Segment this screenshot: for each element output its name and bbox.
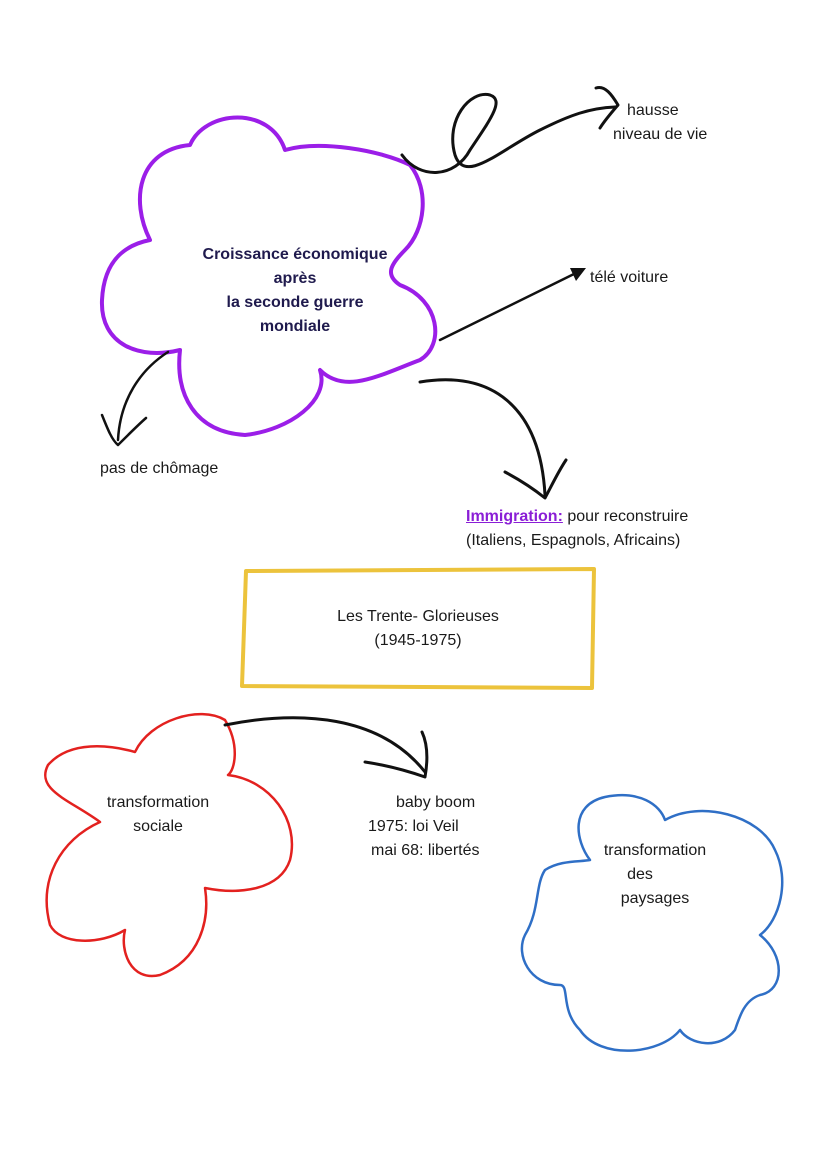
hausse-line-1: hausse	[627, 102, 679, 119]
hausse-line-2: niveau de vie	[613, 126, 708, 143]
immigration-keyword: Immigration:	[466, 508, 563, 525]
central-line-1: Croissance économique	[202, 246, 388, 263]
landscape-line-1: transformation	[603, 842, 707, 859]
arrow-to-chomage	[116, 350, 170, 442]
arrowhead-hausse	[594, 85, 620, 130]
social-line-1: transformation	[106, 794, 210, 811]
immigration-line-1: Immigration: pour reconstruire	[466, 505, 688, 529]
landscape-cloud-shape	[520, 794, 784, 1052]
landscape-line-3: paysages	[620, 890, 690, 907]
label-chomage: pas de chômage	[100, 460, 219, 477]
label-hausse: hausse niveau de vie	[613, 99, 707, 147]
social-notes: baby boom 1975: loi Veil mai 68: liberté…	[368, 791, 480, 863]
title-frame	[240, 567, 596, 690]
central-line-4: mondiale	[259, 318, 331, 335]
social-cloud-shape	[44, 712, 294, 978]
arrow-to-social-notes	[223, 716, 427, 774]
immigration-rest: pour reconstruire	[562, 508, 689, 525]
arrow-to-hausse	[400, 93, 617, 174]
landscape-cloud-text: transformation des paysages	[590, 839, 720, 911]
social-line-2: sociale	[133, 818, 183, 835]
landscape-line-2: des	[627, 866, 653, 883]
title-line-1: Les Trente- Glorieuses	[337, 607, 499, 625]
central-line-3: la seconde guerre	[226, 294, 364, 311]
arrowhead-immigration	[503, 458, 568, 500]
arrow-to-tele	[438, 270, 580, 342]
title-line-2: (1945-1975)	[374, 631, 462, 649]
social-cloud-text: transformation sociale	[88, 791, 228, 839]
arrowhead-tele	[570, 268, 586, 281]
label-tele-voiture: télé voiture	[590, 269, 669, 286]
arrowhead-social-notes	[363, 730, 429, 779]
immigration-line-2: (Italiens, Espagnols, Africains)	[466, 532, 681, 549]
label-immigration: Immigration: pour reconstruire (Italiens…	[466, 505, 688, 553]
social-note-3: mai 68: libertés	[371, 842, 480, 859]
central-cloud-shape	[99, 115, 438, 437]
arrowhead-chomage	[100, 413, 148, 447]
central-line-2: après	[273, 270, 317, 287]
social-note-2: 1975: loi Veil	[368, 818, 459, 835]
title-box: Les Trente- Glorieuses (1945-1975)	[243, 570, 593, 687]
central-cloud-text: Croissance économique après la seconde g…	[180, 243, 410, 339]
social-note-1: baby boom	[396, 794, 476, 811]
arrow-to-immigration	[418, 378, 547, 497]
